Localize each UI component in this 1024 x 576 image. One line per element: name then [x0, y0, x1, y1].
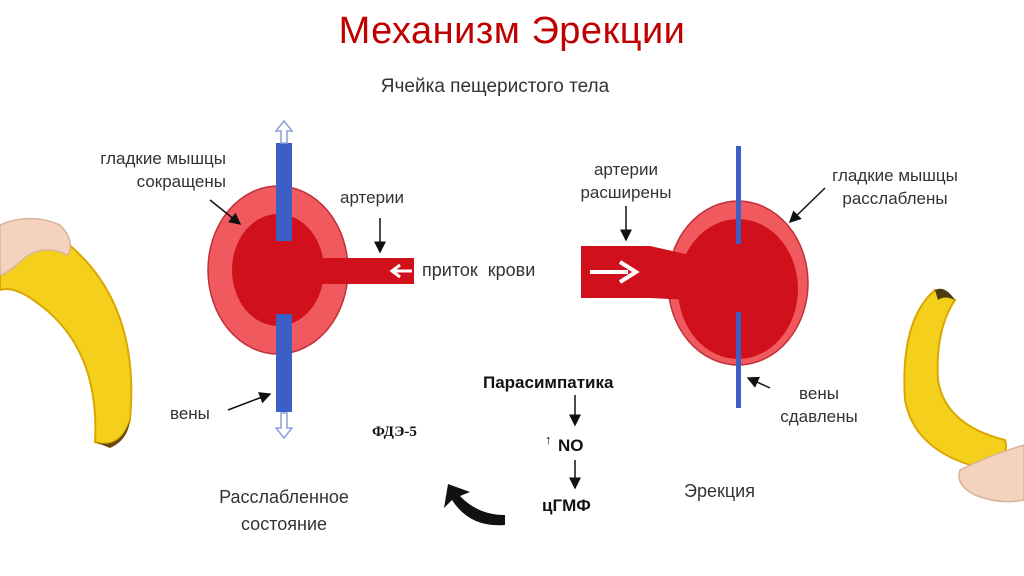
- left-vein-bottom: [276, 314, 292, 412]
- blood-flow-label: приток крови: [422, 260, 536, 280]
- pathway-cgmp: цГМФ: [542, 496, 591, 515]
- relaxed-state-label: Расслабленное состояние: [219, 487, 349, 534]
- right-vein-label: вены сдавлены: [780, 384, 858, 426]
- curved-arrow-icon: [444, 484, 505, 526]
- left-cell-inner: [232, 214, 324, 326]
- diagram-subtitle: Ячейка пещеристого тела: [380, 76, 610, 97]
- left-cavernous-cell: [207, 119, 414, 440]
- no-increase-arrow: ↑: [545, 432, 552, 447]
- erection-state-label: Эрекция: [684, 481, 755, 501]
- left-muscle-label: гладкие мышцы сокращены: [100, 149, 226, 191]
- pathway-parasympathetic: Парасимпатика: [483, 373, 614, 392]
- right-cell-inner: [678, 219, 798, 359]
- pde5-label: ФДЭ-5: [372, 424, 417, 440]
- left-vein-label: вены: [170, 404, 210, 423]
- left-artery-label: артерии: [340, 188, 405, 207]
- right-cavernous-cell: [581, 146, 809, 408]
- left-vein-top: [276, 143, 292, 241]
- right-vein-bottom: [736, 312, 741, 408]
- open-arrow-down-icon: [274, 412, 294, 440]
- open-arrow-up-icon: [274, 119, 294, 144]
- pathway-no: NO: [558, 436, 584, 455]
- right-artery-label: артерии расширены: [580, 160, 672, 202]
- right-muscle-label: гладкие мышцы расслаблены: [832, 166, 958, 208]
- page-title: Механизм Эрекции: [338, 10, 686, 52]
- pointer-lines: [209, 187, 826, 490]
- right-vein-top: [736, 146, 741, 244]
- right-banana-illustration: [903, 288, 1024, 503]
- left-banana-illustration: [0, 217, 133, 448]
